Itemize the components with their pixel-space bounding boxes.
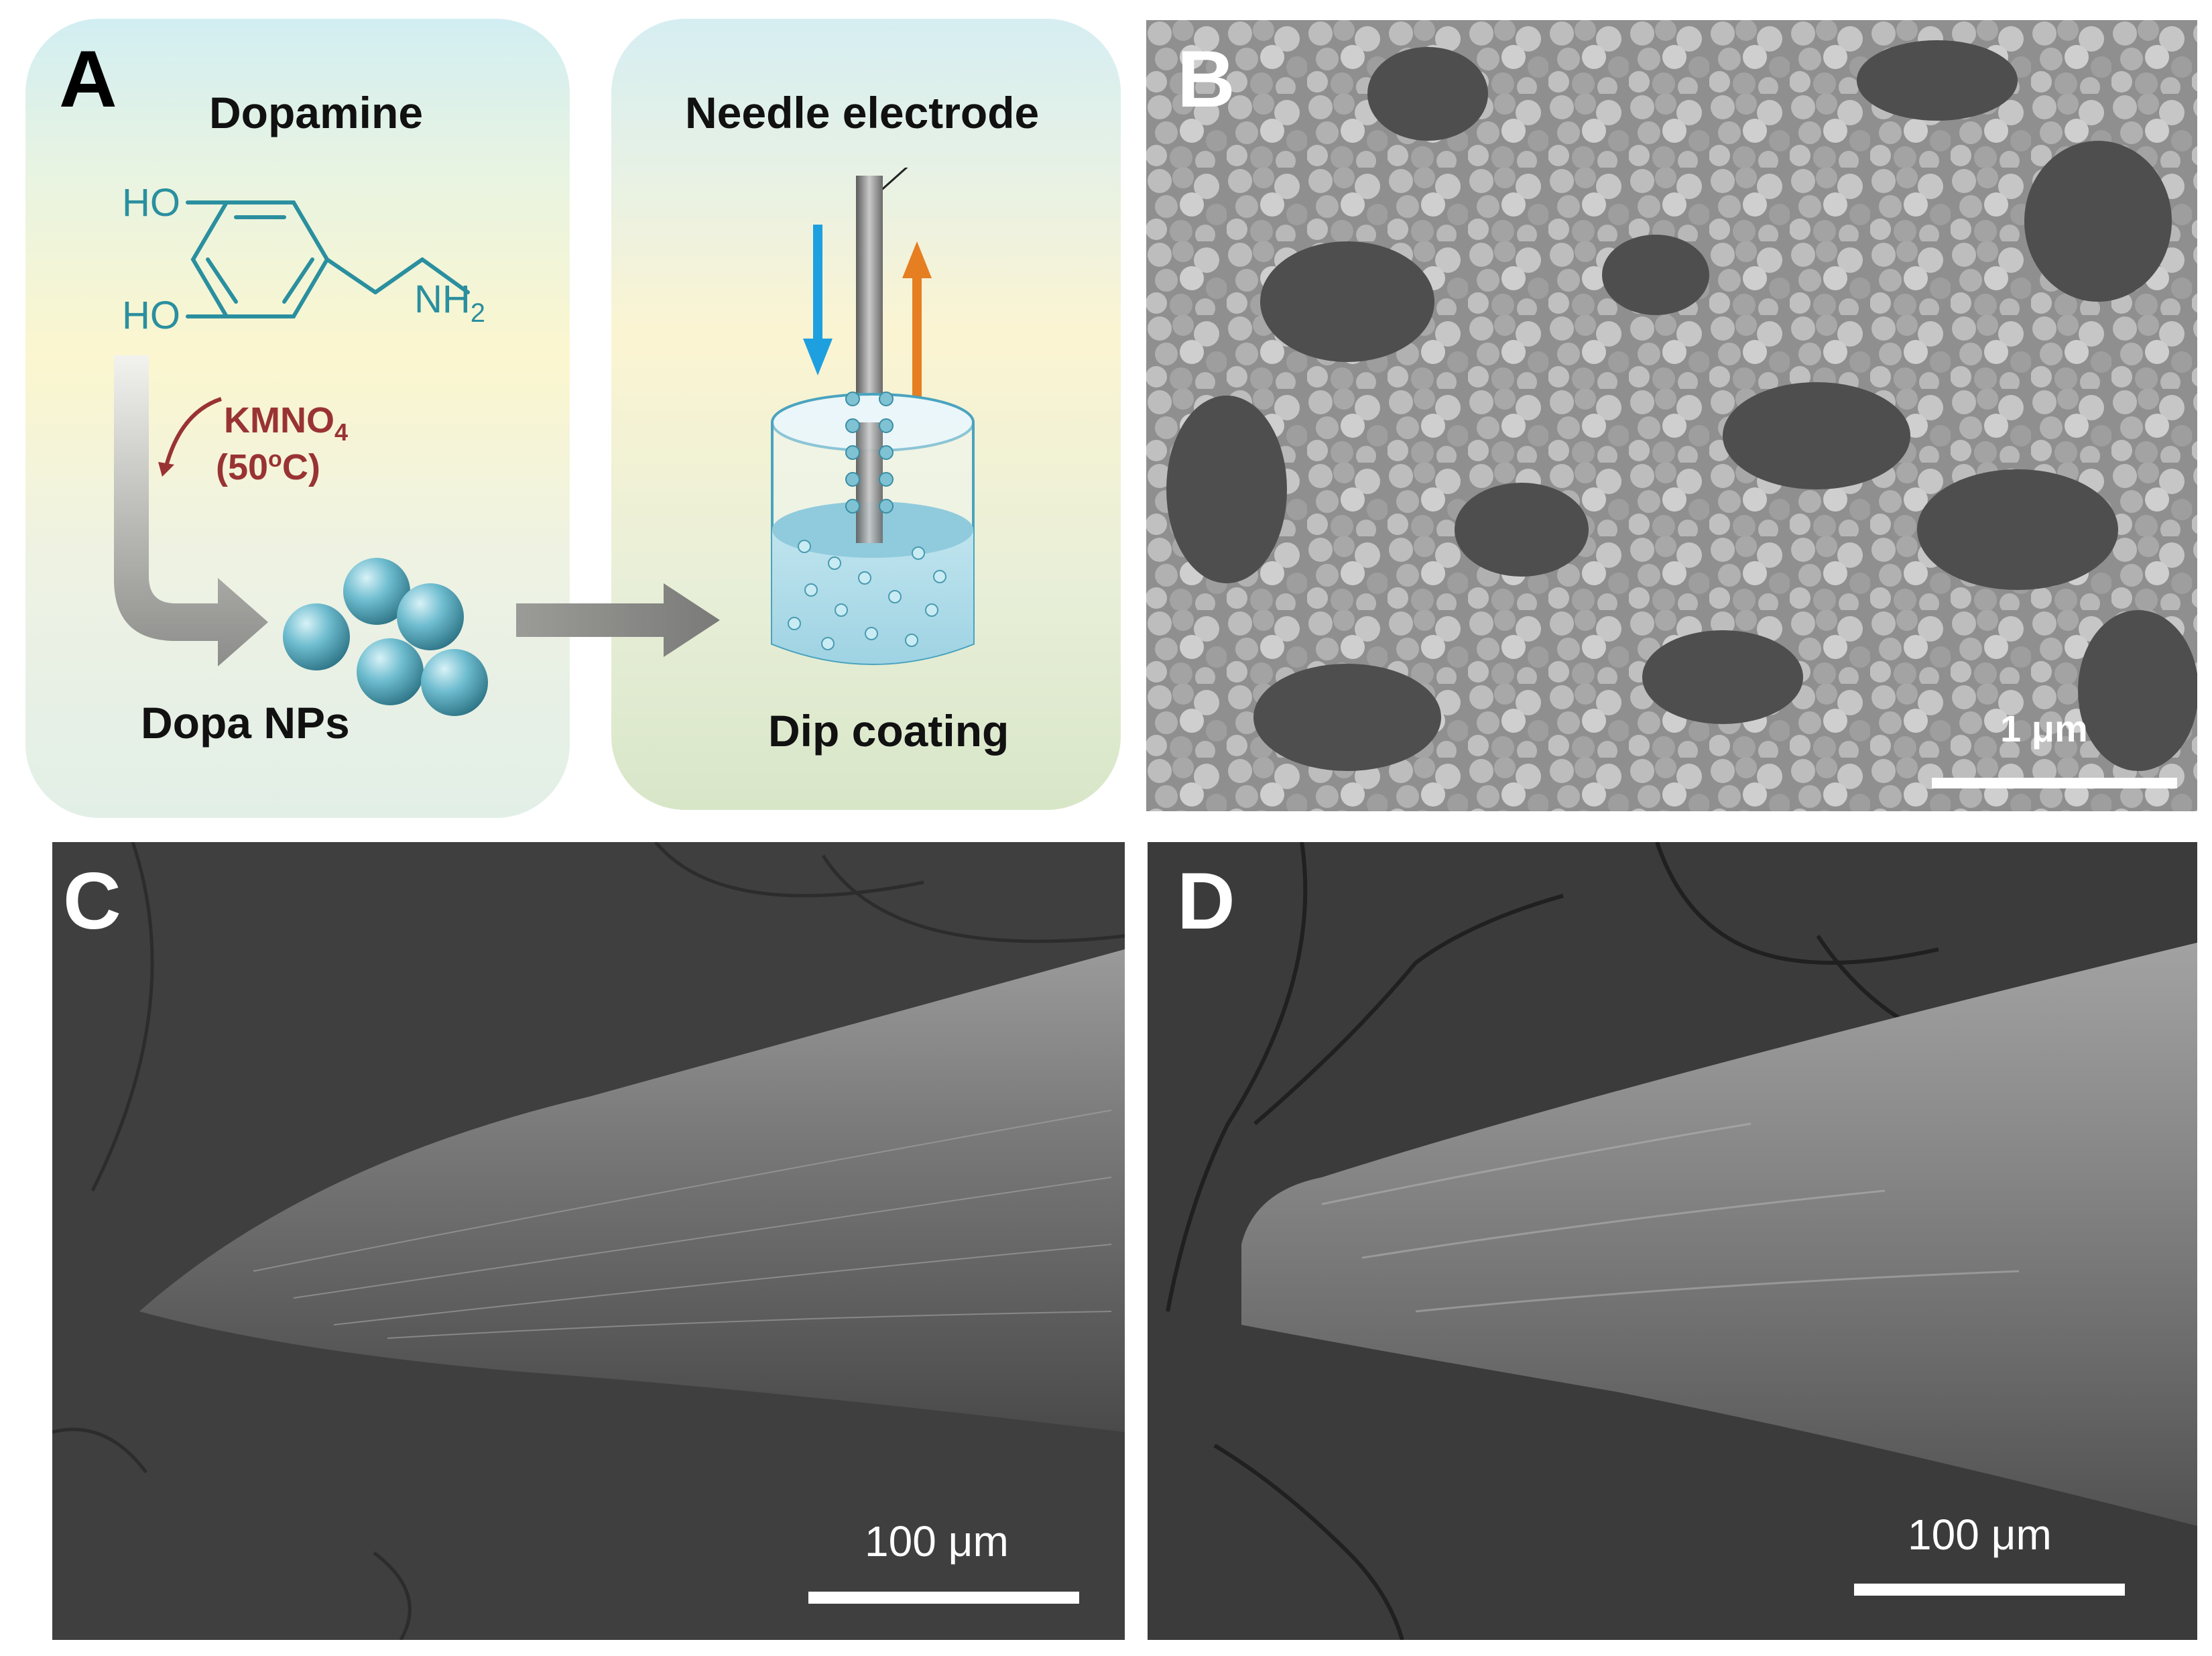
scale-bar-d <box>1854 1584 2125 1596</box>
process-arrow <box>516 583 720 657</box>
nanoparticle <box>397 583 464 650</box>
nh2-label: NH2 <box>414 278 485 328</box>
scale-label-b: 1 μm <box>2000 707 2088 750</box>
ho-bottom-label: HO <box>122 294 180 337</box>
panel-letter-a: A <box>59 34 117 124</box>
benzene-ring <box>190 200 330 318</box>
ho-top-label: HO <box>122 181 180 225</box>
scale-label-c: 100 μm <box>865 1517 1009 1565</box>
reagent-label: KMNO4 <box>224 400 349 446</box>
nanoparticle-cluster <box>283 558 488 716</box>
nanoparticle <box>283 603 350 670</box>
needle-electrode-label: Needle electrode <box>685 88 1040 137</box>
panel-letter-b: B <box>1177 34 1235 124</box>
scale-bar-b <box>1932 778 2177 788</box>
dopamine-structure-diagram: HO HO NH2 <box>122 181 485 337</box>
coating-solution <box>772 530 973 664</box>
reaction-arrow <box>114 355 268 666</box>
sem-image-nanoparticles <box>1146 20 2197 811</box>
dip-coating-label: Dip coating <box>768 706 1009 756</box>
sem-image-coated-needle <box>1148 842 2197 1640</box>
panel-letter-d: D <box>1177 856 1235 946</box>
dip-coating-diagram <box>771 168 975 665</box>
scale-bar-c <box>808 1592 1079 1604</box>
nanoparticle <box>421 649 488 716</box>
dopa-nps-label: Dopa NPs <box>141 698 350 748</box>
nanoparticle <box>357 638 424 705</box>
panel-letter-c: C <box>63 856 121 946</box>
scale-label-d: 100 μm <box>1908 1511 2052 1559</box>
needle-body <box>1241 943 2197 1526</box>
dopamine-label: Dopamine <box>209 88 424 137</box>
reagent-arrow <box>158 397 222 477</box>
nanoparticle <box>343 558 410 625</box>
sem-image-bare-needle <box>52 842 1125 1640</box>
temperature-label: (50oC) <box>216 447 320 487</box>
